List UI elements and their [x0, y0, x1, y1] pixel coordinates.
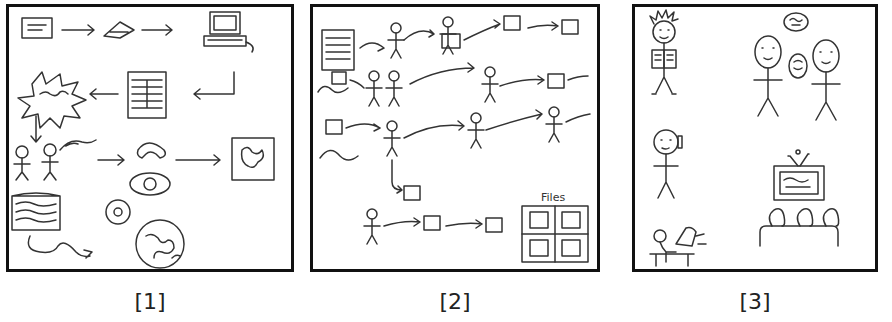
sketch-panel: [2]	[310, 4, 600, 272]
panel-number: [2]	[313, 289, 597, 314]
panel-number: [3]	[635, 289, 875, 314]
sketch-panel: [3]	[632, 4, 878, 272]
sketch-panel: [1]	[6, 4, 294, 272]
panel-number: [1]	[9, 289, 291, 314]
cabinet-label: Files	[541, 191, 565, 204]
